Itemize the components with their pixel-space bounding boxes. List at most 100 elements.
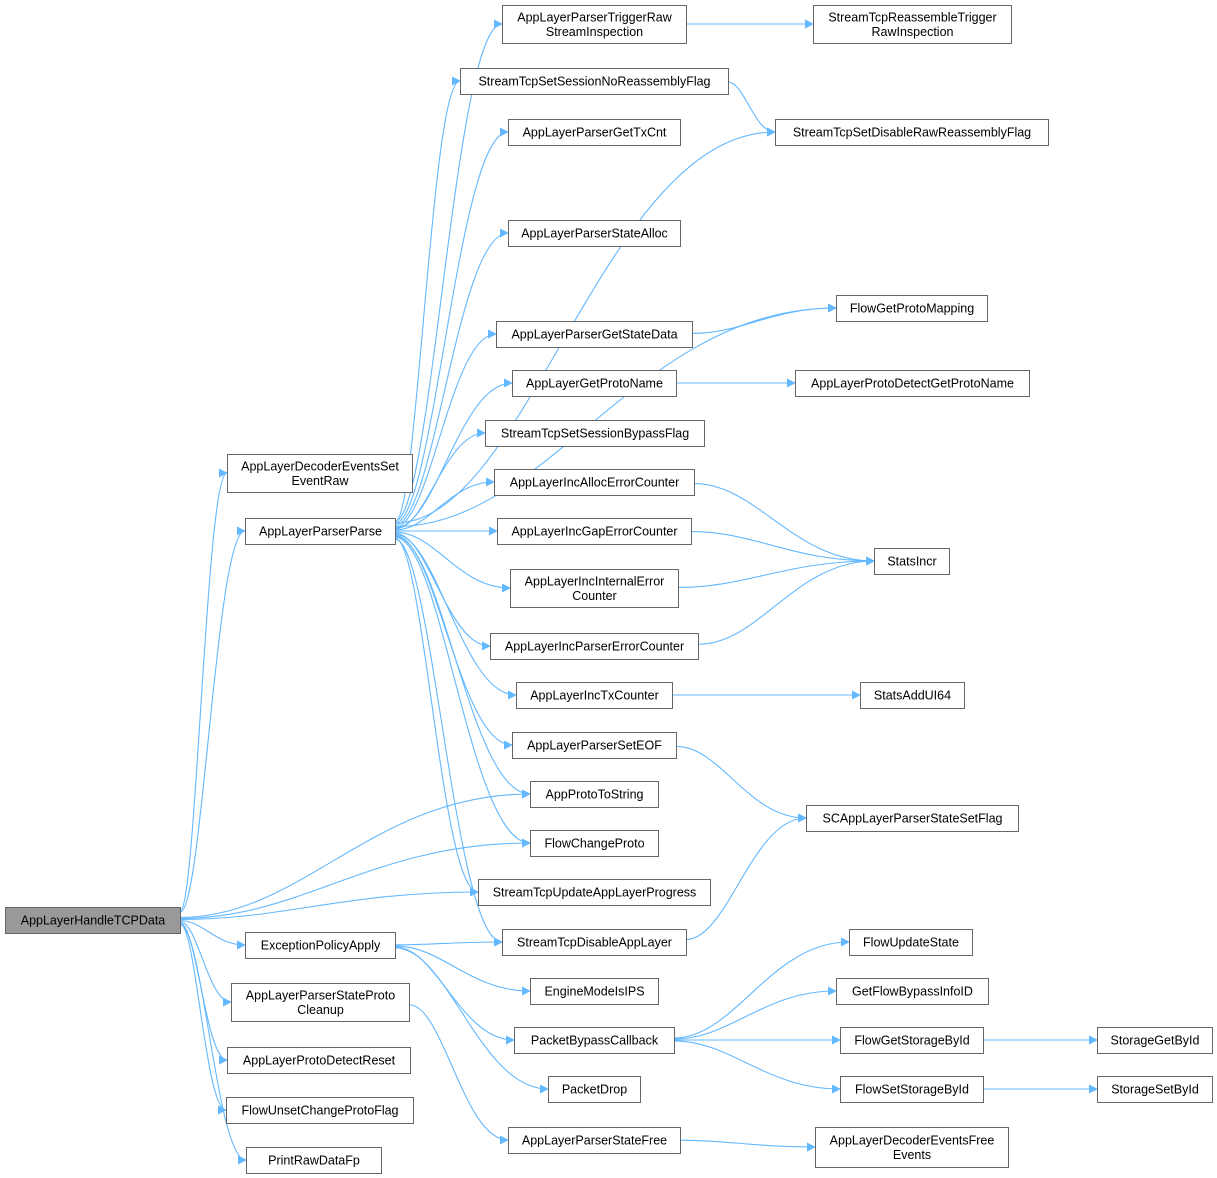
node-packet-drop[interactable]: PacketDrop [548, 1076, 641, 1103]
node-label: StreamTcpReassembleTrigger [828, 10, 996, 24]
node-storage-set-by-id[interactable]: StorageSetById [1097, 1076, 1213, 1103]
node-stream-tcp-disable-app-layer[interactable]: StreamTcpDisableAppLayer [502, 929, 687, 956]
node-box [530, 978, 659, 1005]
node-packet-bypass-callback[interactable]: PacketBypassCallback [514, 1027, 675, 1054]
edge-pkt-bypass-to-flow-set-stor [673, 1040, 841, 1094]
edge-ex-pol-to-eng-ips [394, 945, 531, 996]
node-app-proto-to-string[interactable]: AppProtoToString [530, 781, 659, 808]
node-app-layer-proto-detect-get-proto-name[interactable]: AppLayerProtoDetectGetProtoName [795, 370, 1030, 397]
node-box [516, 682, 673, 709]
node-box [840, 1027, 984, 1054]
node-print-raw-data-fp[interactable]: PrintRawDataFp [246, 1147, 382, 1174]
edge-root-to-parse [179, 526, 246, 913]
node-box [775, 119, 1049, 146]
node-flow-get-proto-mapping[interactable]: FlowGetProtoMapping [836, 295, 988, 322]
node-app-layer-get-proto-name[interactable]: AppLayerGetProtoName [512, 370, 677, 397]
edge-ex-pol-to-disable-al [394, 937, 503, 947]
node-label: FlowGetStorageById [854, 1034, 969, 1048]
node-box [806, 805, 1019, 832]
node-box [245, 932, 396, 959]
node-stats-add-ui64[interactable]: StatsAddUI64 [860, 682, 965, 709]
node-label: PrintRawDataFp [268, 1154, 360, 1168]
node-label: StorageGetById [1111, 1034, 1200, 1048]
node-box [510, 569, 679, 608]
edge-ex-pol-to-pkt-drop [394, 947, 549, 1094]
node-box [497, 518, 692, 545]
node-label: StreamTcpSetDisableRawReassemblyFlag [793, 126, 1031, 140]
node-app-layer-parser-state-alloc[interactable]: AppLayerParserStateAlloc [508, 220, 681, 247]
node-label: AppLayerParserSetEOF [527, 739, 662, 753]
node-box [502, 5, 687, 44]
node-app-layer-parser-get-tx-cnt[interactable]: AppLayerParserGetTxCnt [508, 119, 681, 146]
node-label: AppLayerParserStateFree [522, 1134, 667, 1148]
node-flow-update-state[interactable]: FlowUpdateState [849, 929, 973, 956]
edge-parse-to-get-tx-cnt [394, 127, 509, 524]
node-flow-change-proto[interactable]: FlowChangeProto [530, 830, 659, 857]
node-box [508, 220, 681, 247]
edge-parse-to-proto-map [394, 303, 837, 528]
node-app-layer-parser-state-free[interactable]: AppLayerParserStateFree [508, 1127, 681, 1154]
node-stream-tcp-set-disable-raw-reassembly-flag[interactable]: StreamTcpSetDisableRawReassemblyFlag [775, 119, 1049, 146]
node-label: AppLayerIncParserErrorCounter [505, 640, 684, 654]
node-label: StreamInspection [546, 25, 643, 39]
edge-root-to-dec-ev-raw [179, 468, 228, 912]
edge-root-to-unset-chg [179, 923, 227, 1115]
edge-ex-pol-to-pkt-bypass [394, 946, 515, 1045]
node-label: PacketBypassCallback [531, 1034, 659, 1048]
node-label: AppLayerIncGapErrorCounter [511, 525, 677, 539]
node-app-layer-parser-get-state-data[interactable]: AppLayerParserGetStateData [496, 321, 693, 348]
node-box [227, 454, 413, 493]
edge-inc-alloc-err-to-stats-incr [693, 483, 875, 566]
node-flow-set-storage-by-id[interactable]: FlowSetStorageById [840, 1076, 984, 1103]
node-label: AppLayerParserGetStateData [511, 328, 677, 342]
node-label: AppLayerParserTriggerRaw [517, 10, 672, 24]
edge-root-to-flow-chg [179, 838, 531, 920]
node-box [246, 1147, 382, 1174]
node-app-layer-inc-alloc-error-counter[interactable]: AppLayerIncAllocErrorCounter [494, 469, 695, 496]
node-app-layer-inc-tx-counter[interactable]: AppLayerIncTxCounter [516, 682, 673, 709]
node-get-flow-bypass-info-id[interactable]: GetFlowBypassInfoID [836, 978, 989, 1005]
node-app-layer-parser-set-eof[interactable]: AppLayerParserSetEOF [512, 732, 677, 759]
node-label: FlowUnsetChangeProtoFlag [241, 1104, 398, 1118]
node-label: RawInspection [872, 25, 954, 39]
node-label: AppLayerIncAllocErrorCounter [510, 476, 680, 490]
node-sc-app-layer-parser-state-set-flag[interactable]: SCAppLayerParserStateSetFlag [806, 805, 1019, 832]
node-label: Events [893, 1148, 931, 1162]
node-app-layer-handle-tcp-data[interactable]: AppLayerHandleTCPData [5, 907, 181, 934]
node-app-layer-inc-gap-error-counter[interactable]: AppLayerIncGapErrorCounter [497, 518, 692, 545]
node-app-layer-proto-detect-reset[interactable]: AppLayerProtoDetectReset [227, 1047, 411, 1074]
edge-root-to-print-raw [179, 924, 247, 1165]
node-label: AppLayerProtoDetectGetProtoName [811, 377, 1014, 391]
node-stream-tcp-set-session-bypass-flag[interactable]: StreamTcpSetSessionBypassFlag [485, 420, 705, 447]
edge-disable-al-to-set-flag [685, 813, 807, 941]
node-box [5, 907, 181, 934]
node-stats-incr[interactable]: StatsIncr [874, 548, 950, 575]
node-stream-tcp-set-session-no-reassembly-flag[interactable]: StreamTcpSetSessionNoReassemblyFlag [460, 68, 729, 95]
node-box [1097, 1076, 1213, 1103]
node-label: EngineModeIsIPS [544, 985, 644, 999]
node-flow-get-storage-by-id[interactable]: FlowGetStorageById [840, 1027, 984, 1054]
node-label: EventRaw [292, 474, 350, 488]
edge-parse-to-inc-tx [394, 533, 517, 700]
node-storage-get-by-id[interactable]: StorageGetById [1097, 1027, 1213, 1054]
edge-st-proto-cleanup-to-st-free [408, 1004, 509, 1145]
node-engine-mode-is-ips[interactable]: EngineModeIsIPS [530, 978, 659, 1005]
node-app-layer-parser-parse[interactable]: AppLayerParserParse [245, 518, 396, 545]
node-label: FlowChangeProto [544, 837, 644, 851]
node-box [490, 633, 699, 660]
node-label: StreamTcpSetSessionNoReassemblyFlag [478, 75, 710, 89]
edge-no-reasm-to-dis-raw-reasm [727, 81, 776, 137]
node-app-layer-inc-parser-error-counter[interactable]: AppLayerIncParserErrorCounter [490, 633, 699, 660]
node-exception-policy-apply[interactable]: ExceptionPolicyApply [245, 932, 396, 959]
node-stream-tcp-update-app-layer-progress[interactable]: StreamTcpUpdateAppLayerProgress [478, 879, 711, 906]
node-flow-unset-change-proto-flag[interactable]: FlowUnsetChangeProtoFlag [226, 1097, 414, 1124]
node-box [478, 879, 711, 906]
edge-pkt-bypass-to-flow-upd [673, 937, 850, 1039]
node-box [874, 548, 950, 575]
